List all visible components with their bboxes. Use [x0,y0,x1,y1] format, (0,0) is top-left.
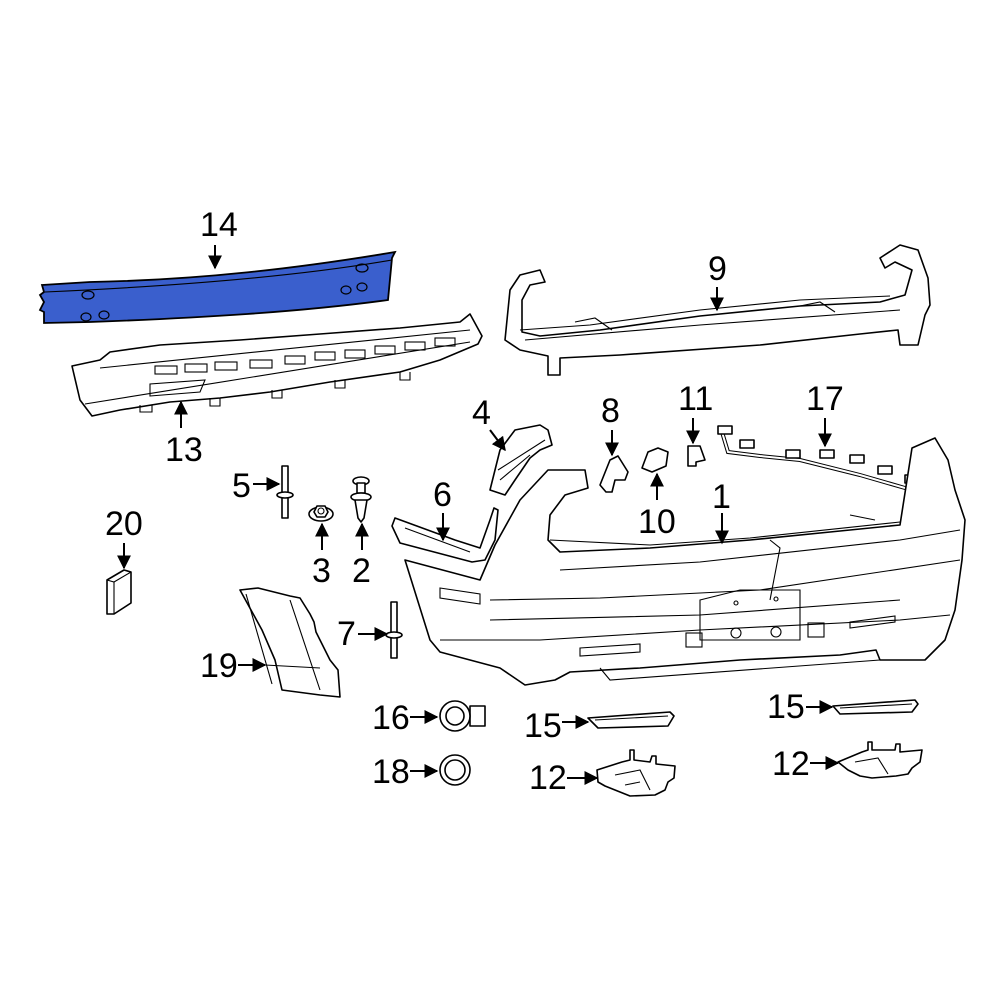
callout-11: 11 [678,380,713,445]
part-19-wiring-harness[interactable] [717,425,923,495]
svg-text:4: 4 [472,394,491,432]
callout-6: 6 [433,476,452,542]
part-5-stud[interactable] [276,465,294,519]
callout-18: 19 [200,647,267,685]
svg-text:17: 17 [806,380,844,418]
svg-text:8: 8 [601,392,620,430]
svg-text:10: 10 [638,503,676,541]
part-12a-bracket[interactable] [596,749,676,797]
callout-10: 10 [638,472,676,541]
callout-9: 9 [708,250,727,312]
callout-4: 4 [472,394,506,452]
part-8-bracket[interactable] [599,455,629,493]
callout-1: 1 [712,478,731,545]
callout-17: 18 [372,753,439,791]
svg-text:19: 19 [200,647,238,685]
callout-20: 20 [105,505,143,570]
callout-15b: 15 [767,688,834,726]
svg-text:15: 15 [524,707,562,745]
part-20-pad[interactable] [106,569,132,615]
svg-text:9: 9 [708,250,727,288]
svg-text:12: 12 [772,745,810,783]
part-7-stud[interactable] [385,601,403,659]
svg-text:6: 6 [433,476,452,514]
callout-19: 17 [806,380,844,448]
callout-3: 3 [312,522,331,590]
part-18-trim[interactable] [239,587,341,698]
callouts: 14 13 9 4 8 11 10 17 [105,206,844,797]
callout-13: 13 [165,400,203,469]
svg-text:1: 1 [712,478,731,516]
svg-text:16: 16 [372,699,410,737]
svg-text:15: 15 [767,688,805,726]
part-3-nut[interactable] [308,505,334,522]
part-17-grommet[interactable] [439,754,471,786]
svg-text:14: 14 [200,206,238,244]
part-9-fascia-support[interactable] [504,244,931,376]
part-15b-trim-strip[interactable] [832,699,919,715]
svg-text:18: 18 [372,753,410,791]
svg-text:3: 3 [312,552,331,590]
svg-text:5: 5 [232,467,251,505]
svg-text:13: 13 [165,431,203,469]
svg-text:20: 20 [105,505,143,543]
svg-text:7: 7 [337,615,356,653]
callout-12b: 12 [772,745,840,783]
part-13-energy-absorber[interactable] [71,313,483,417]
callout-5: 5 [232,467,281,505]
callout-15a: 15 [524,707,590,745]
callout-8: 8 [601,392,620,457]
part-2-push-pin[interactable] [350,476,372,523]
part-1-bumper-cover[interactable] [404,437,966,686]
part-16-sensor[interactable] [439,700,486,732]
callout-16: 16 [372,699,439,737]
part-11-clip[interactable] [687,445,706,467]
svg-text:11: 11 [678,380,713,418]
callout-2: 2 [352,522,371,590]
callout-12a: 12 [529,759,599,797]
part-14-reinforcement-bar[interactable] [38,250,397,324]
part-10-clip[interactable] [641,447,669,473]
svg-text:2: 2 [352,552,371,590]
part-12b-bracket[interactable] [837,741,923,779]
part-15a-trim-strip[interactable] [587,711,675,729]
part-6-side-bracket[interactable] [391,507,499,563]
part-4-bracket[interactable] [489,424,553,496]
callout-7: 7 [337,615,389,653]
callout-14: 14 [200,206,238,270]
svg-text:12: 12 [529,759,567,797]
